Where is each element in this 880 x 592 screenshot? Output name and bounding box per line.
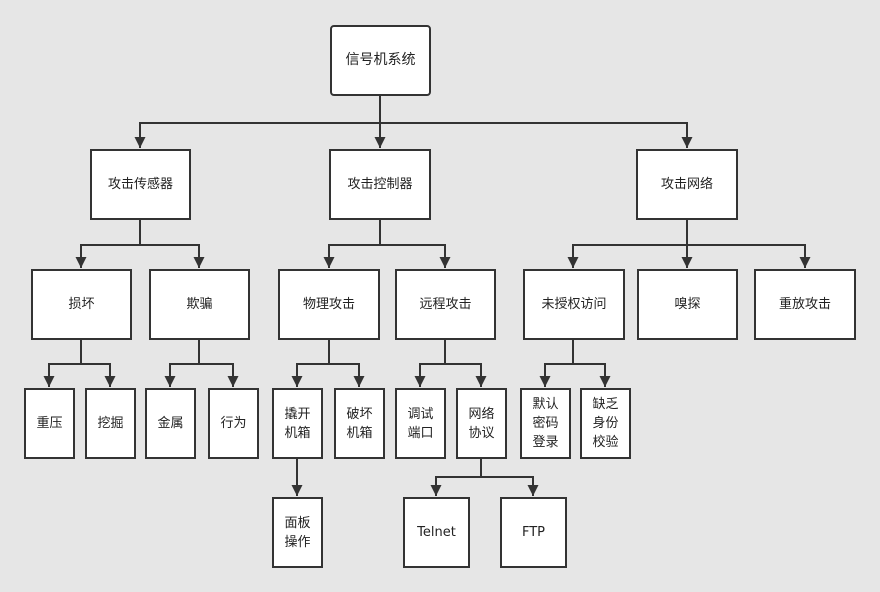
connector-arrow-2 bbox=[379, 96, 693, 148]
connector-arrow-3 bbox=[75, 220, 141, 268]
node-network-protocol: 网络 协议 bbox=[456, 388, 507, 459]
connector-arrow-22 bbox=[480, 459, 539, 496]
node-attack-controller: 攻击控制器 bbox=[329, 149, 431, 220]
connector-arrow-6 bbox=[379, 220, 451, 268]
node-telnet: Telnet bbox=[403, 497, 470, 568]
node-deceive: 欺骗 bbox=[149, 269, 250, 340]
connector-arrow-16 bbox=[414, 340, 446, 387]
node-break-case: 破坏 机箱 bbox=[334, 388, 385, 459]
node-attack-network: 攻击网络 bbox=[636, 149, 738, 220]
connector-arrow-10 bbox=[43, 340, 82, 387]
connector-arrow-15 bbox=[328, 340, 365, 387]
connector-arrow-5 bbox=[323, 220, 381, 268]
node-default-password-login: 默认 密码 登录 bbox=[520, 388, 571, 459]
node-ftp: FTP bbox=[500, 497, 567, 568]
node-missing-authentication: 缺乏 身份 校验 bbox=[580, 388, 631, 459]
connector-arrow-13 bbox=[198, 340, 239, 387]
node-metal: 金属 bbox=[145, 388, 196, 459]
connector-arrow-21 bbox=[430, 459, 482, 496]
node-panel-operation: 面板 操作 bbox=[272, 497, 323, 568]
node-replay-attack: 重放攻击 bbox=[754, 269, 856, 340]
node-physical-attack: 物理攻击 bbox=[278, 269, 380, 340]
node-excavation: 挖掘 bbox=[85, 388, 136, 459]
node-attack-sensor: 攻击传感器 bbox=[90, 149, 191, 220]
node-unauthorized-access: 未授权访问 bbox=[523, 269, 625, 340]
connector-arrow-11 bbox=[80, 340, 116, 387]
node-debug-port: 调试 端口 bbox=[395, 388, 446, 459]
connector-arrow-12 bbox=[164, 340, 200, 387]
node-root: 信号机系统 bbox=[330, 25, 431, 96]
node-heavy-pressure: 重压 bbox=[24, 388, 75, 459]
connector-arrow-0 bbox=[134, 96, 381, 148]
node-damage: 损坏 bbox=[31, 269, 132, 340]
connector-arrow-19 bbox=[572, 340, 611, 387]
connector-arrow-17 bbox=[444, 340, 487, 387]
node-behavior: 行为 bbox=[208, 388, 259, 459]
node-pry-case: 撬开 机箱 bbox=[272, 388, 323, 459]
connector-arrow-7 bbox=[567, 220, 688, 268]
node-sniffing: 嗅探 bbox=[637, 269, 738, 340]
connector-arrow-4 bbox=[139, 220, 205, 268]
connector-arrow-18 bbox=[539, 340, 574, 387]
connector-arrow-9 bbox=[686, 220, 811, 268]
connector-arrow-14 bbox=[291, 340, 330, 387]
node-remote-attack: 远程攻击 bbox=[395, 269, 496, 340]
